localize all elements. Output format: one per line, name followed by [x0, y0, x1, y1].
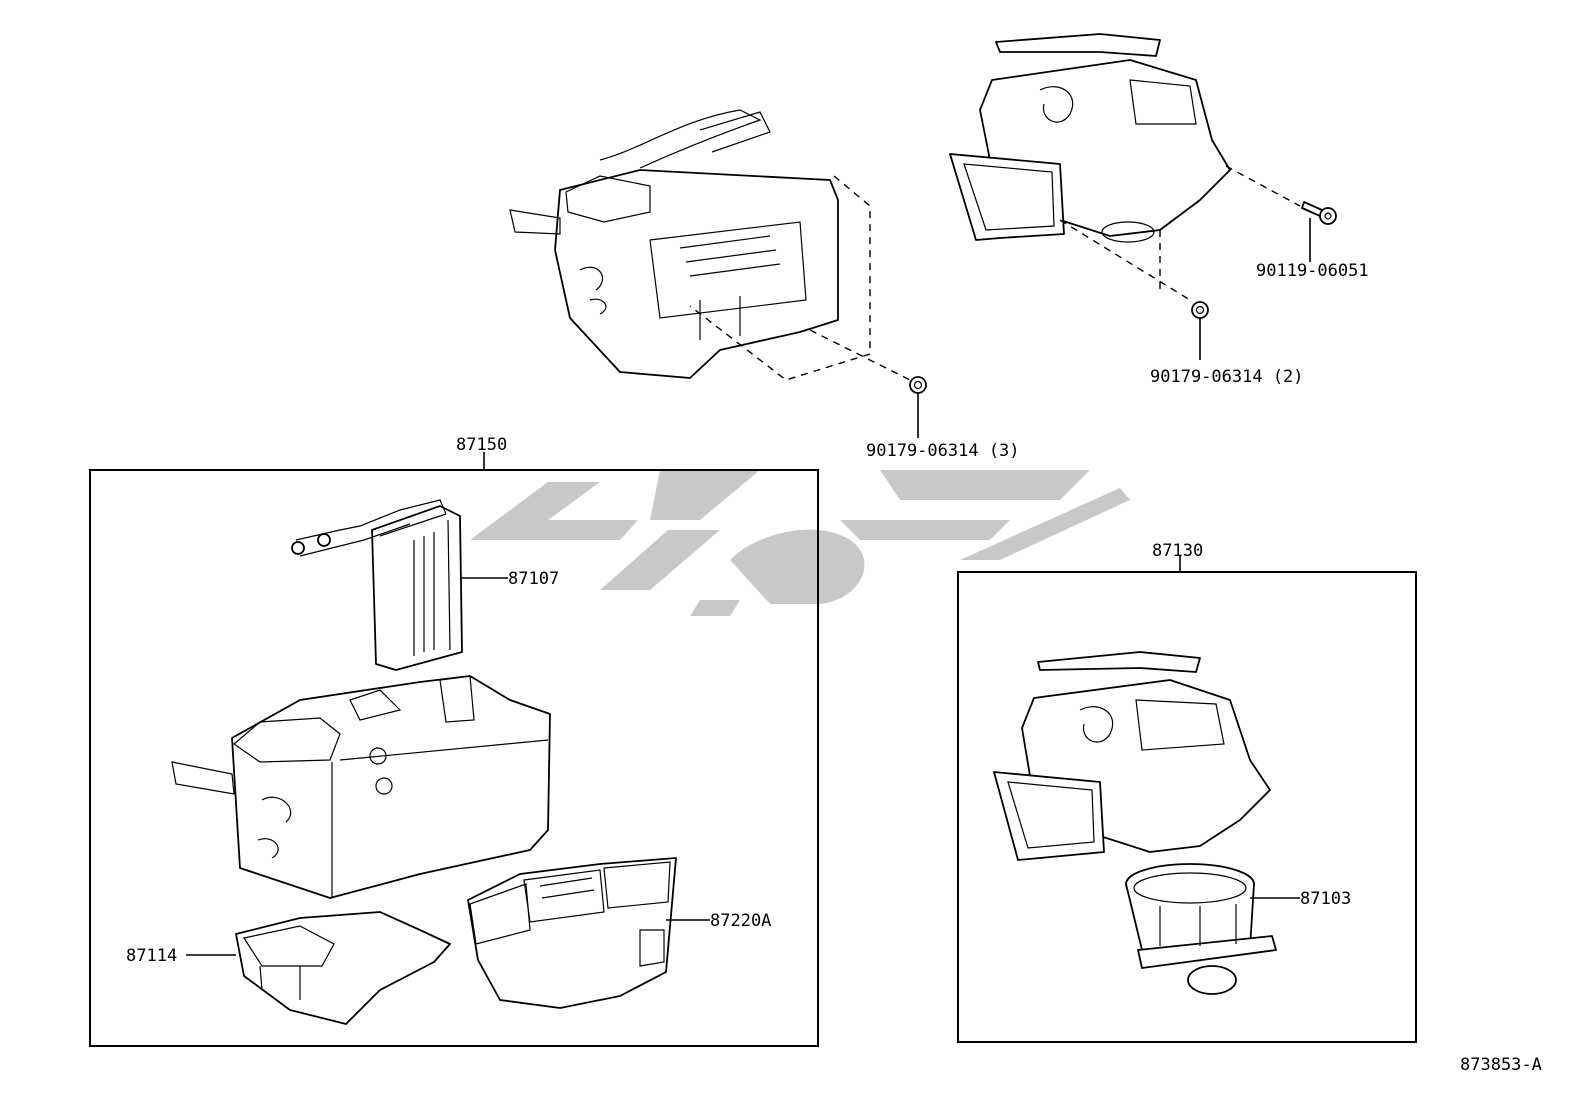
damper-unit-part: [467, 857, 677, 1009]
nut-right-icon: [1191, 301, 1209, 319]
blower-unit-part: [993, 651, 1271, 861]
damper-unit-label: 87220A: [710, 911, 771, 931]
heater-core-label: 87107: [508, 569, 559, 589]
mount-line-left-nut: [809, 329, 911, 381]
group-right-label: 87130: [1152, 541, 1203, 561]
group-right-box: [957, 571, 1417, 1043]
watermark-logo: [470, 470, 1130, 616]
heater-core-part: [291, 499, 463, 671]
lower-case-label: 87114: [126, 946, 177, 966]
figure-number: 873853-A: [1460, 1055, 1542, 1075]
blower-motor-part: [1125, 863, 1277, 995]
heater-unit-assembly: [509, 109, 839, 379]
nut-right-label: 90179-06314 (2): [1150, 367, 1304, 387]
nut-left-label: 90179-06314 (3): [866, 441, 1020, 461]
mount-line-left: [689, 175, 871, 381]
bolt-icon: [1301, 201, 1337, 225]
blower-unit-assembly: [949, 33, 1231, 243]
group-left-box: [89, 469, 819, 1047]
lower-case-part: [235, 911, 451, 1025]
group-left-label: 87150: [456, 435, 507, 455]
mount-line-bolt: [1225, 165, 1301, 207]
mount-line-right: [1059, 219, 1191, 301]
heater-case-part: [171, 675, 551, 899]
nut-left-icon: [909, 376, 927, 394]
blower-motor-label: 87103: [1300, 889, 1351, 909]
bolt-label: 90119-06051: [1256, 261, 1369, 281]
